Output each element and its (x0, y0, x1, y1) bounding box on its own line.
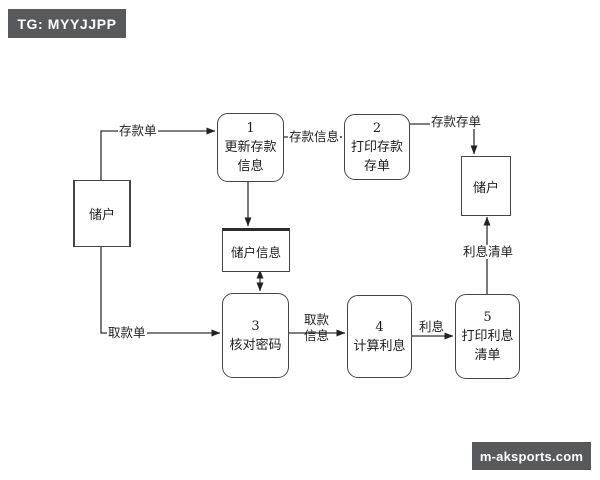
flow-line-withdrawal-slip (100, 245, 221, 337)
process-verify-password: 3 核对密码 (222, 293, 289, 378)
process-number: 3 (251, 318, 260, 334)
flow-label-deposit-slip: 存款单 (118, 123, 158, 138)
flow-label-interest-list: 利息清单 (462, 244, 515, 259)
process-label: 打印存款 存单 (350, 139, 403, 174)
entity-label: 储户 (88, 208, 115, 223)
process-calc-interest: 4 计算利息 (347, 295, 412, 378)
data-store-label: 储户信息 (230, 244, 281, 260)
process-print-deposit-cert: 2 打印存款 存单 (344, 114, 410, 180)
process-number: 5 (483, 310, 492, 325)
flow-label-withdrawal-info: 取款 信息 (304, 312, 330, 343)
process-label: 计算利息 (353, 338, 406, 354)
process-label: 更新存款 信息 (224, 140, 277, 174)
telegram-badge-text: TG: MYYJJPP (17, 15, 117, 32)
data-store-depositor-info: 储户信息 (222, 228, 290, 272)
process-number: 2 (372, 120, 382, 136)
entity-depositor-left: 储户 (73, 180, 131, 247)
process-print-interest-list: 5 打印利息 清单 (455, 294, 520, 379)
entity-depositor-right: 储户 (461, 156, 511, 216)
flow-label-interest: 利息 (419, 319, 445, 334)
flow-label-deposit-info: 存款信息 (288, 129, 341, 144)
watermark-badge-text: m-aksports.com (479, 448, 584, 464)
flow-line-deposit-slip (100, 127, 216, 180)
process-update-deposit-info: 1 更新存款 信息 (217, 113, 284, 182)
watermark-badge: m-aksports.com (472, 442, 591, 470)
process-number: 4 (375, 319, 384, 335)
process-label: 打印利息 清单 (461, 329, 514, 363)
flow-label-deposit-cert: 存款存单 (430, 114, 483, 129)
telegram-badge: TG: MYYJJPP (8, 9, 126, 38)
process-number: 1 (246, 121, 255, 136)
process-label: 核对密码 (229, 337, 282, 353)
flow-label-withdrawal-slip: 取款单 (107, 325, 147, 340)
entity-label: 储户 (472, 180, 499, 196)
